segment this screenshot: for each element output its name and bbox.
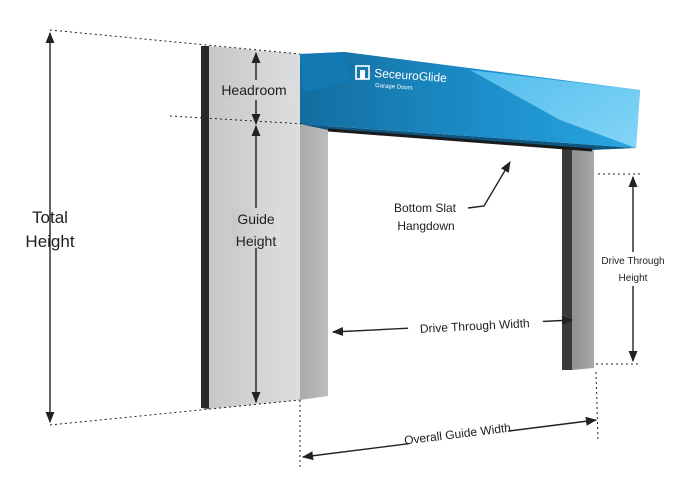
total-height-label-line1: Total <box>32 208 68 227</box>
roller-box-end-cap <box>300 52 350 92</box>
roller-box: SeceuroGlide Garage Doors <box>300 52 640 150</box>
brand-tagline: Garage Doors <box>375 83 413 92</box>
right-guide-dark-edge <box>562 146 572 370</box>
roller-box-shine <box>470 70 640 148</box>
total-height-label-line2: Height <box>25 232 74 251</box>
drive-through-height-label-line2: Height <box>619 273 648 284</box>
brand-name: SeceuroGlide <box>374 66 448 85</box>
bottom-slat-edge <box>327 128 593 152</box>
guide-height-label-line2: Height <box>236 233 277 249</box>
bottom-slat-pointer <box>467 161 511 209</box>
guide-height-label-line1: Guide <box>237 211 275 227</box>
right-guide-front-face <box>572 146 594 370</box>
left-guide-dark-edge <box>201 46 209 409</box>
roller-box-underside <box>300 124 636 150</box>
bottom-slat-label-line2: Hangdown <box>397 219 454 233</box>
roller-box-front <box>300 52 640 148</box>
extension-lines <box>49 29 640 468</box>
bottom-slat-label-line1: Bottom Slat <box>394 201 457 215</box>
drive-through-height-label-line1: Drive Through <box>601 256 664 267</box>
headroom-label: Headroom <box>221 82 286 98</box>
drive-through-width-label: Drive Through Width <box>420 316 530 336</box>
left-guide-inner-face <box>300 54 328 400</box>
right-guide-rail <box>562 146 594 370</box>
overall-guide-width-label: Overall Guide Width <box>403 421 511 448</box>
